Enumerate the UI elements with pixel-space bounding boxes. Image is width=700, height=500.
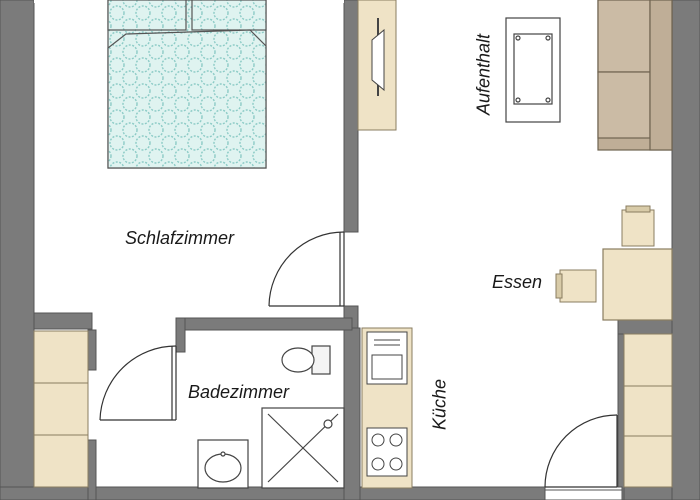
toilet xyxy=(281,345,331,375)
room-label-schlafzimmer: Schlafzimmer xyxy=(125,228,235,248)
room-label-badezimmer: Badezimmer xyxy=(188,382,290,402)
tv-shelf xyxy=(357,0,397,131)
wall-bedroom-bath-right xyxy=(175,317,353,331)
dining-chair-left xyxy=(555,269,597,303)
coffee-table xyxy=(505,17,561,123)
dining-table xyxy=(602,248,673,321)
bath-wall-left-bottom xyxy=(87,439,97,500)
bathroom-door xyxy=(99,345,177,421)
outer-wall-right xyxy=(671,0,700,500)
sink xyxy=(197,439,249,489)
room-label-aufenthalt: Aufenthalt xyxy=(473,33,494,116)
shower xyxy=(261,407,345,489)
bed xyxy=(107,0,267,169)
kitchen-sink xyxy=(366,331,408,385)
dining-chair-top xyxy=(621,205,655,247)
right-alcove-side xyxy=(617,333,625,500)
bath-wall-stub xyxy=(175,317,186,353)
right-alcove-wall xyxy=(617,319,673,335)
wall-bedroom-bath-left xyxy=(33,312,93,330)
bath-wall-left-top xyxy=(87,329,97,371)
wardrobe-right xyxy=(623,333,673,488)
bedroom-door xyxy=(268,231,345,307)
center-wall-kitchen xyxy=(343,327,361,500)
outer-wall-bottom-right xyxy=(621,486,673,500)
center-wall-upper xyxy=(343,0,359,233)
entrance-door xyxy=(544,414,618,488)
wardrobe-left xyxy=(33,330,89,488)
outer-wall-left xyxy=(0,0,35,500)
sofa xyxy=(597,0,673,151)
room-label-essen: Essen xyxy=(492,272,543,292)
room-label-kueche: Küche xyxy=(429,378,450,431)
outer-wall-bottom xyxy=(0,486,546,500)
kitchen-stove xyxy=(366,427,408,477)
